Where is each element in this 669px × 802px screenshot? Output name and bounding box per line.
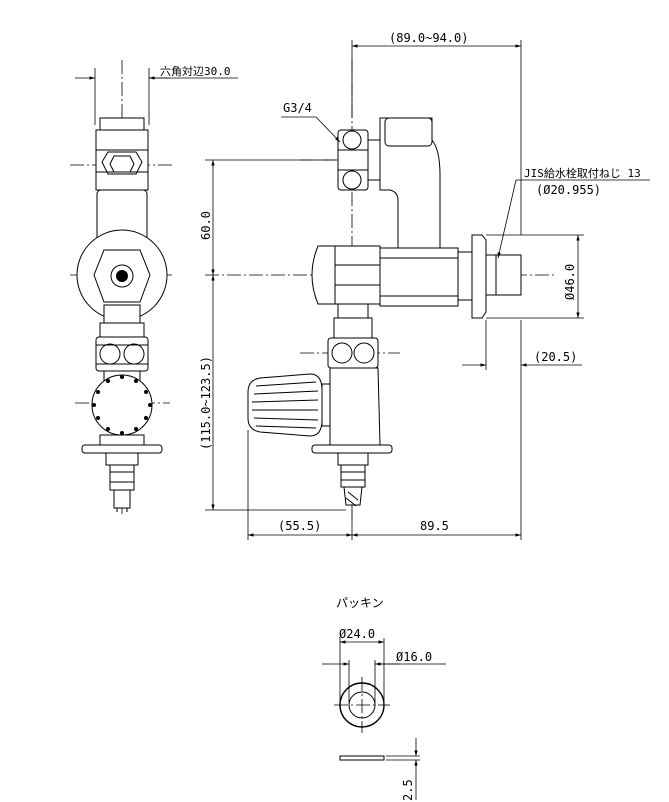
handle-grooves — [251, 381, 319, 429]
jis-diameter-label: (Ø20.955) — [536, 183, 601, 197]
packing-inner-label: Ø16.0 — [396, 650, 432, 664]
packing-title: パッキン — [336, 596, 384, 610]
hex-width-label: 六角対辺30.0 — [160, 64, 231, 78]
height-lower-label: (115.0~123.5) — [199, 356, 213, 450]
width-range-label: (89.0~94.0) — [389, 31, 468, 45]
packing-detail: パッキン Ø24.0 Ø16.0 2.5 — [322, 596, 446, 801]
jis-thread-label: JIS給水栓取付ねじ 13 — [524, 166, 641, 180]
flange-diameter-label: Ø46.0 — [563, 264, 577, 300]
outlet-length-label: (20.5) — [534, 350, 577, 364]
height-upper-label: 60.0 — [199, 211, 213, 240]
offset-left-label: (55.5) — [278, 519, 321, 533]
front-view: (89.0~94.0) G3/4 JIS給水栓取付ねじ 13 (Ø20.955)… — [199, 31, 650, 540]
handle-ribs — [92, 375, 152, 435]
packing-thickness-label: 2.5 — [401, 779, 415, 801]
packing-outer-label: Ø24.0 — [339, 627, 375, 641]
side-view: 六角対辺30.0 — [70, 60, 238, 515]
thread-inlet-label: G3/4 — [283, 101, 312, 115]
offset-right-label: 89.5 — [420, 519, 449, 533]
